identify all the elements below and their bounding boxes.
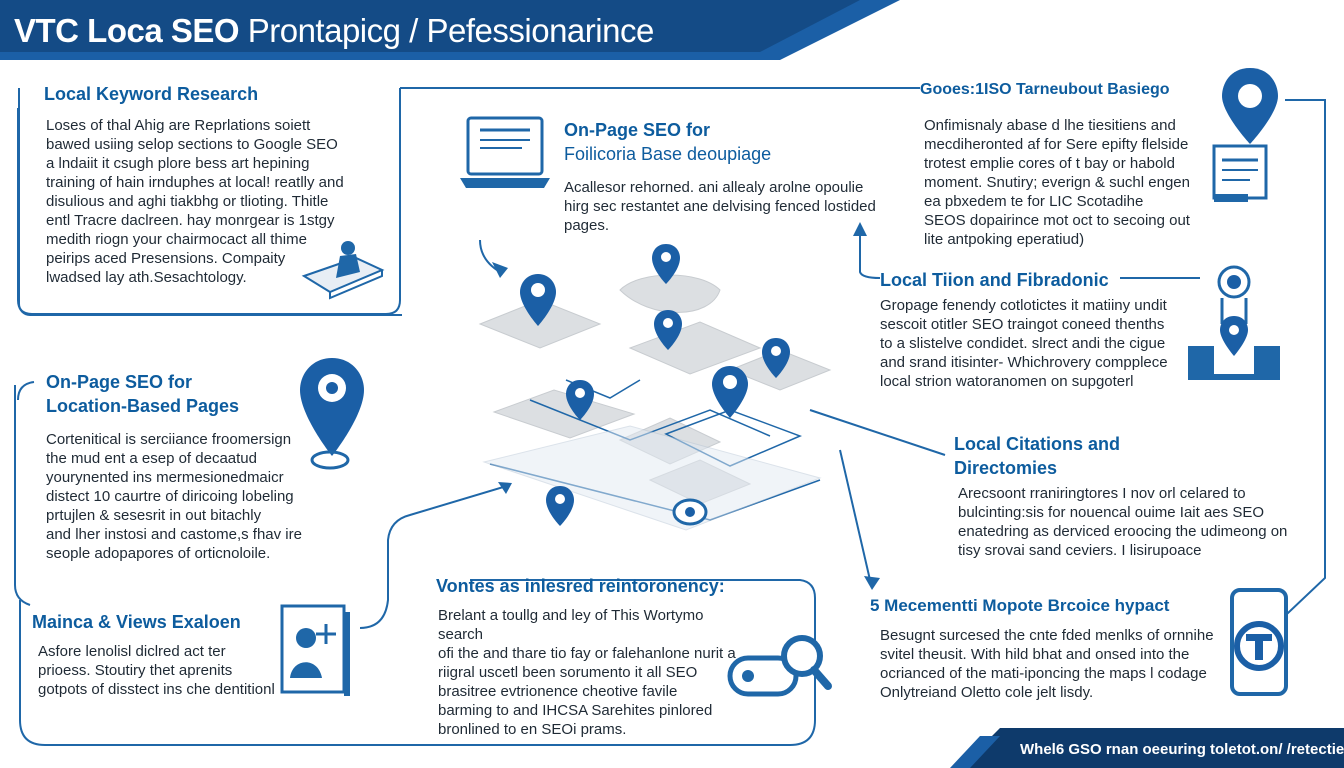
citations-title: Local Citations and Directomies [954,434,1121,478]
laptop-icon [460,116,550,188]
page-title: VTC Loca SEO Prontapicg / Pefessionarinc… [14,12,654,49]
location-pin-icon [1212,68,1278,202]
vontes-text: Brelant a toullg and ley of This Wortymo… [438,607,736,738]
map-pins [520,244,790,526]
smartphone-icon [1230,588,1288,696]
onpage-top-text: Acallesor rehorned. ani allealy arolne o… [564,179,876,234]
local-tiion-text: Gropage fenendy cotlotictes it matiiny u… [880,297,1168,390]
onpage-left-text: Cortenitical is serciiance froomersign t… [46,431,302,562]
footer-banner [950,728,1344,768]
local-keyword-text: Loses of thal Ahig are Reprlations soiet… [46,117,344,286]
onpage-left-bracket [17,381,35,401]
mainca-title: Mainca & Views Exaloen [32,612,241,632]
location-pin-icon-left [300,358,364,470]
footer-text: Whel6 GSO rnan oeeuring toletot.on/ /ret… [1020,741,1344,758]
onpage-top-title: On-Page SEO for Foilicoria Base deoupiag… [564,120,772,164]
citations-text: Arecsoont rraniringtores I nov orl celar… [958,485,1288,559]
vontes-title: Vontes as inlesred reintoronency: [436,576,725,596]
person-map-icon [301,241,385,300]
header-banner [0,0,900,60]
google-business-text: Onfimisnaly abase d lhe tiesitiens and m… [924,117,1190,248]
local-keyword-title: Local Keyword Research [44,84,259,104]
measurement-text: Besugnt surcesed the cnte fded menlks of… [880,627,1214,701]
store-icon [1188,265,1280,380]
local-tiion-title: Local Tiion and Fibradonic [880,270,1109,290]
measurement-title: 5 Mecementti Mopote Brcoice hypact [870,596,1170,615]
key-icon [727,635,832,697]
keyword-box-border [17,88,401,315]
google-business-title: Gooes:1ISO Tarneubout Basiego [920,81,1170,98]
mainca-text: Asfore lenolisl diclred act ter prioess.… [38,643,275,698]
book-icon [280,604,350,696]
central-map-illustration [478,244,832,531]
onpage-left-title: On-Page SEO for Location-Based Pages [46,372,240,416]
